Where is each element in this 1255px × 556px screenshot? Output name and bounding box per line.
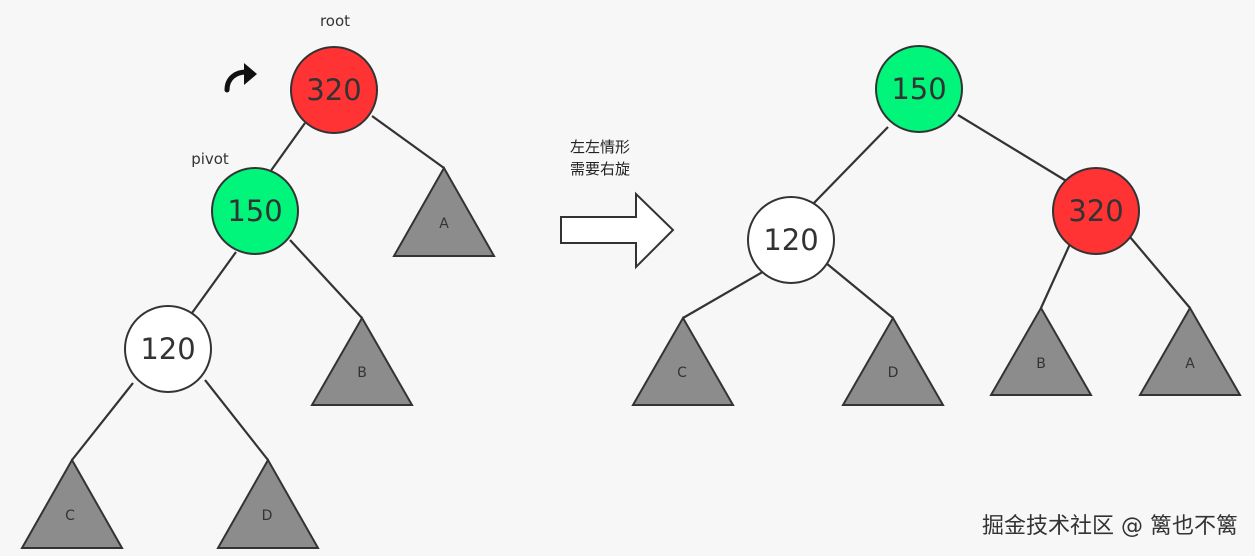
subtree-triangle — [392, 165, 496, 257]
caption-line-2: 需要右旋 — [570, 160, 630, 178]
subtree-label: C — [677, 365, 687, 381]
right-arrow-icon — [560, 191, 675, 270]
node-circle — [211, 167, 299, 255]
watermark: 掘金技术社区 @ 篱也不篱 — [982, 514, 1238, 539]
node-120: 120 — [747, 196, 835, 284]
root-label: root — [320, 12, 350, 30]
subtree-label: C — [65, 508, 75, 524]
subtree-triangle — [631, 315, 735, 406]
node-150: 150 — [211, 167, 299, 255]
edge-150-B — [289, 239, 363, 319]
subtree-D: D — [841, 315, 945, 406]
transform: 左左情形 需要右旋 — [560, 138, 675, 270]
edge-120-D — [825, 262, 894, 319]
edge-320-B — [1039, 243, 1072, 309]
subtree-label: A — [439, 216, 449, 232]
subtree-triangle — [20, 457, 124, 549]
curved-arrow-icon — [224, 63, 257, 93]
subtree-C: C — [631, 315, 735, 406]
subtree-triangle — [216, 457, 320, 549]
after-tree: C D B A 150 120 320 — [631, 45, 1242, 406]
edge-120-C — [682, 269, 767, 319]
node-150: 150 — [875, 45, 963, 133]
node-value: 120 — [140, 332, 195, 366]
node-120: 120 — [124, 305, 212, 393]
subtree-triangle — [989, 305, 1093, 396]
edge-320-A — [371, 115, 445, 169]
edge-150-320 — [957, 114, 1069, 183]
edge-320-150 — [269, 122, 306, 173]
node-circle — [875, 45, 963, 133]
node-value: 150 — [227, 194, 282, 228]
subtree-B: B — [310, 315, 414, 406]
subtree-D: D — [216, 457, 320, 549]
caption-line-1: 左左情形 — [570, 138, 630, 156]
subtree-label: B — [1036, 356, 1046, 372]
edge-150-120 — [811, 126, 889, 206]
subtree-B: B — [989, 305, 1093, 396]
node-value: 320 — [1068, 194, 1123, 228]
subtree-triangle — [841, 315, 945, 406]
subtree-triangle — [310, 315, 414, 406]
node-circle — [290, 46, 378, 134]
node-value: 120 — [763, 223, 818, 257]
edge-320-A — [1129, 236, 1191, 309]
node-320: 320 — [1052, 167, 1140, 255]
edge-120-D — [204, 379, 269, 461]
node-value: 320 — [306, 73, 361, 107]
before-tree: A B C D 320 150 120 root pivot — [20, 12, 496, 549]
edge-120-C — [71, 382, 134, 461]
subtree-label: D — [888, 365, 899, 381]
subtree-A: A — [1138, 305, 1242, 396]
node-circle — [124, 305, 212, 393]
subtree-label: D — [262, 508, 273, 524]
subtree-label: A — [1185, 356, 1195, 372]
node-circle — [1052, 167, 1140, 255]
node-320: 320 — [290, 46, 378, 134]
subtree-triangle — [1138, 305, 1242, 396]
node-value: 150 — [891, 72, 946, 106]
subtree-label: B — [357, 365, 367, 381]
edge-150-120 — [191, 251, 237, 314]
subtree-C: C — [20, 457, 124, 549]
node-circle — [747, 196, 835, 284]
pivot-label: pivot — [191, 150, 229, 168]
subtree-A: A — [392, 165, 496, 257]
